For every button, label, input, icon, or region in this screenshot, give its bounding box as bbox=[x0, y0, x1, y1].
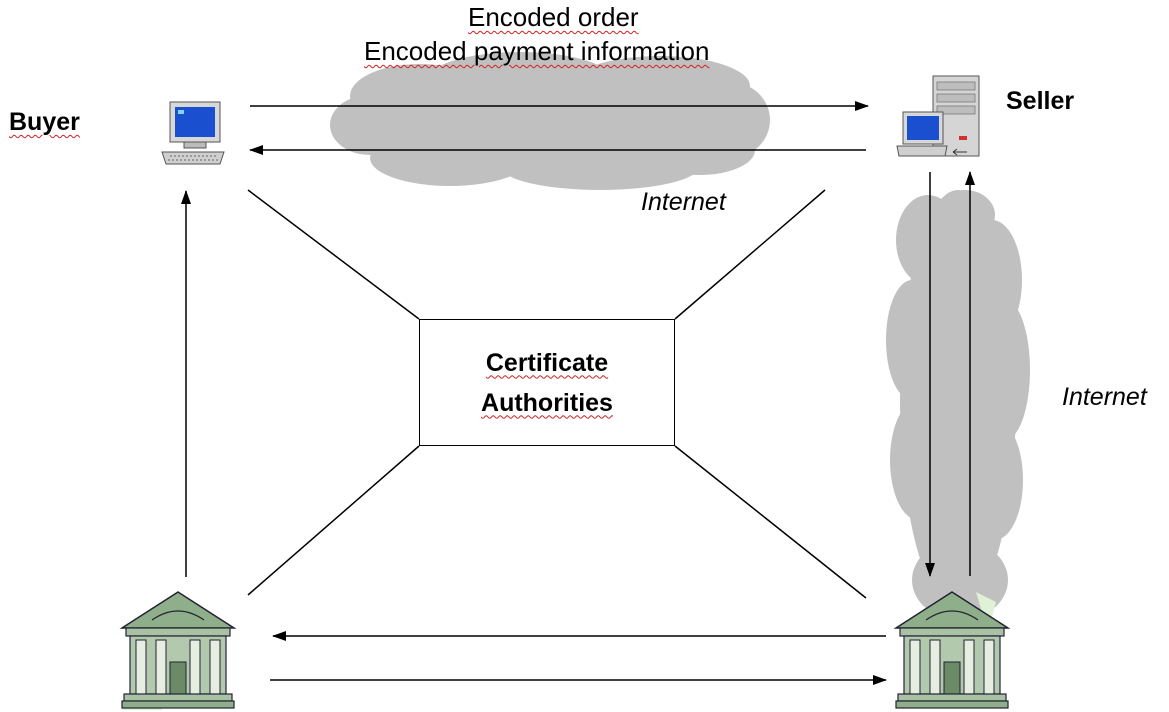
message-line-payment: Encoded payment information bbox=[364, 36, 709, 67]
internet-label-top: Internet bbox=[641, 188, 726, 216]
message-line-order: Encoded order bbox=[468, 2, 639, 33]
certificate-authorities-box: Certificate Authorities bbox=[419, 319, 675, 446]
bank-building-icon bbox=[893, 591, 1011, 709]
connector-bank-right-ca bbox=[674, 445, 867, 599]
connector-buyer-ca bbox=[247, 189, 420, 320]
bank-building-icon bbox=[119, 591, 237, 710]
message-line-payment-text: Encoded payment information bbox=[364, 36, 710, 66]
buyer-label-text: Buyer bbox=[9, 108, 80, 136]
ca-label-line2: Authorities bbox=[481, 388, 613, 417]
buyer-label: Buyer bbox=[9, 108, 80, 137]
internet-cloud-top bbox=[330, 52, 770, 190]
internet-label-right: Internet bbox=[1062, 383, 1147, 411]
desktop-computer-icon bbox=[161, 101, 225, 165]
internet-cloud-right bbox=[886, 190, 1030, 620]
connector-seller-ca bbox=[674, 189, 826, 320]
message-line-order-text: Encoded order bbox=[468, 2, 639, 32]
seller-label: Seller bbox=[1006, 87, 1075, 115]
connector-bank-left-ca bbox=[247, 445, 420, 596]
ca-label-line1: Certificate bbox=[485, 348, 609, 377]
server-computer-icon bbox=[896, 75, 980, 157]
